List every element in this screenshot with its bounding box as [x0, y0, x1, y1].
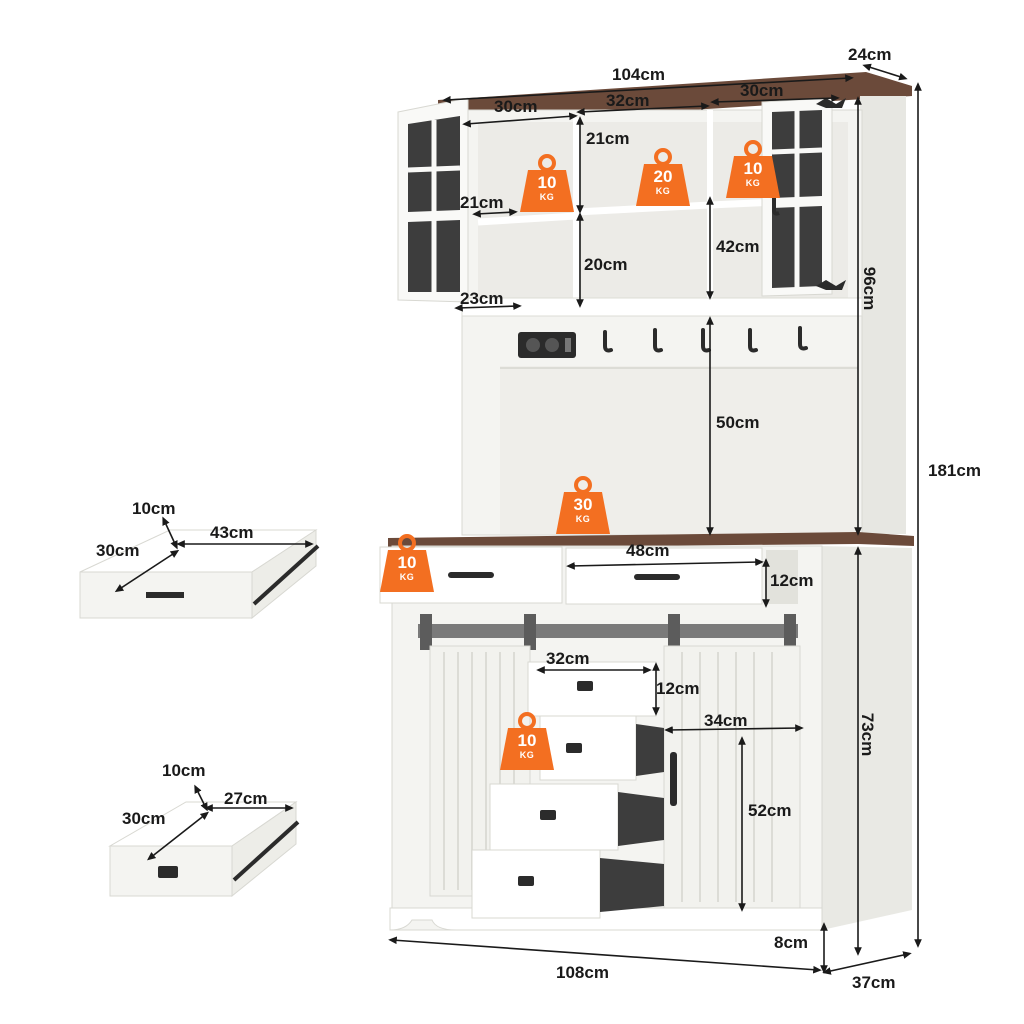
label-small-drawer-height: 12cm — [656, 679, 700, 698]
hinge-bottom — [816, 280, 846, 290]
badge-unit: KG — [575, 514, 591, 524]
badge-value: 10 — [517, 731, 537, 750]
badge-unit: KG — [745, 178, 761, 188]
weight-icon — [726, 140, 780, 198]
outlet-1 — [526, 338, 540, 352]
upper-shelf-left — [477, 212, 577, 226]
rail-rollers — [420, 614, 796, 654]
label-hutch-height: 96cm — [860, 266, 880, 311]
badge-value: 10 — [743, 159, 763, 178]
top-drawer-left-handle — [448, 572, 494, 578]
badge-value: 30 — [573, 495, 593, 514]
hutch — [397, 72, 912, 536]
label-big-drawer-height: 10cm — [132, 499, 176, 518]
label-small-detail-width: 27cm — [224, 789, 268, 808]
dimension-lines — [114, 63, 922, 975]
upper-shelf-middle — [575, 201, 711, 216]
badge-unit: KG — [655, 186, 671, 196]
badge-unit: KG — [519, 750, 535, 760]
label-top-drawer-width: 48cm — [626, 541, 670, 560]
weight-icon — [520, 154, 574, 212]
label-upper-shelf-height: 21cm — [586, 129, 630, 148]
open-area — [500, 366, 858, 534]
label-door-cabinet-height: 52cm — [748, 801, 792, 820]
label-upper-middle-width: 32cm — [606, 91, 650, 110]
base-side-panel — [820, 546, 912, 930]
label-drawer-depth: 34cm — [704, 711, 748, 730]
weight-icon — [500, 712, 554, 770]
right-door-handle — [670, 752, 677, 806]
barn-door-rail — [418, 624, 798, 638]
label-bottom-shelf-depth: 23cm — [460, 289, 504, 308]
label-base-height: 73cm — [858, 712, 878, 757]
label-overall-width-bottom: 108cm — [556, 963, 609, 982]
countertop — [388, 532, 914, 548]
label-upper-shelf-depth: 21cm — [460, 193, 504, 212]
hutch-bottom-shelf — [461, 297, 863, 317]
label-small-detail-depth: 30cm — [122, 809, 166, 828]
badge-unit: KG — [539, 192, 555, 202]
label-total-height: 181cm — [928, 461, 981, 480]
label-small-detail-height: 10cm — [162, 761, 206, 780]
top-drawer-slot — [766, 550, 798, 604]
weight-icon — [636, 148, 690, 206]
weight-icon — [556, 476, 610, 534]
label-upper-right-width: 30cm — [740, 81, 784, 100]
badge-value: 20 — [653, 167, 673, 186]
label-top-drawer-height: 12cm — [770, 571, 814, 590]
label-open-space-height: 50cm — [716, 413, 760, 432]
label-big-drawer-width: 43cm — [210, 523, 254, 542]
label-depth-bottom: 37cm — [852, 973, 896, 992]
top-drawer-right-handle — [634, 574, 680, 580]
hutch-side-panel — [860, 96, 906, 534]
label-upper-left-width: 30cm — [494, 97, 538, 116]
label-overall-width-top: 104cm — [612, 65, 665, 84]
label-small-drawer-width: 32cm — [546, 649, 590, 668]
weight-icon — [380, 534, 434, 592]
outlet-2 — [545, 338, 559, 352]
badge-value: 10 — [537, 173, 557, 192]
label-depth-top: 24cm — [848, 45, 892, 64]
label-big-drawer-depth: 30cm — [96, 541, 140, 560]
right-glass-door — [761, 97, 833, 297]
label-cabinet-height: 42cm — [716, 237, 760, 256]
right-sliding-door — [663, 645, 801, 909]
left-glass-door — [397, 97, 469, 303]
usb-port — [565, 338, 571, 352]
badge-unit: KG — [399, 572, 415, 582]
label-lower-shelf-height: 20cm — [584, 255, 628, 274]
label-foot-height: 8cm — [774, 933, 809, 952]
base-cabinet — [379, 545, 912, 931]
badge-value: 10 — [397, 553, 417, 572]
